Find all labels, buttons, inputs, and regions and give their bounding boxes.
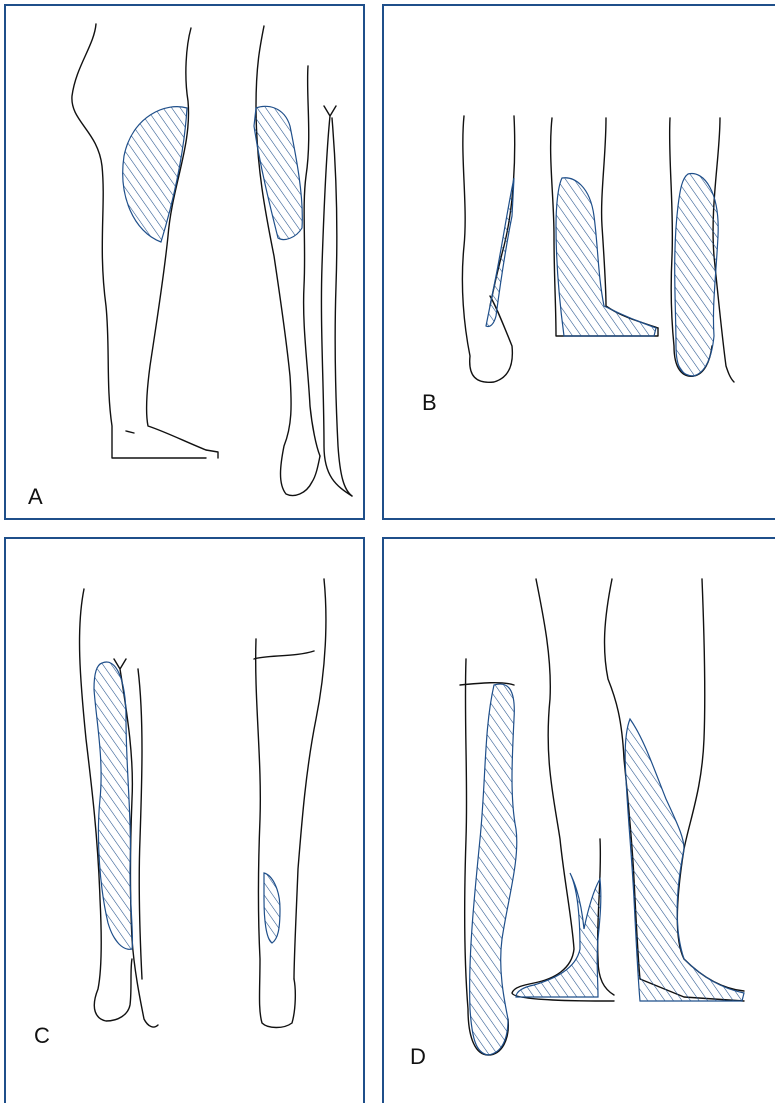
leg-outline xyxy=(677,579,744,991)
panel-a: A xyxy=(4,4,365,520)
hatched-zone xyxy=(675,174,718,376)
hatched-zone xyxy=(254,106,302,239)
panel-b: B xyxy=(382,4,775,520)
leg-outline xyxy=(321,106,352,496)
hatched-zone xyxy=(123,107,187,242)
leg-outline xyxy=(294,579,326,979)
leg-outline xyxy=(256,26,320,496)
hatched-zone xyxy=(470,684,517,1055)
hatched-zone xyxy=(516,873,601,997)
panel-a-illustration xyxy=(6,6,367,522)
hatched-zone xyxy=(486,178,514,327)
panel-c-illustration xyxy=(6,539,367,1105)
panel-d-illustration xyxy=(384,539,775,1105)
panel-b-illustration xyxy=(384,6,775,522)
hatched-zone xyxy=(556,178,656,336)
panel-d: D xyxy=(382,537,775,1103)
panel-label: D xyxy=(410,1044,426,1070)
panel-label: C xyxy=(34,1023,50,1049)
panel-c: C xyxy=(4,537,365,1103)
leg-outline xyxy=(256,639,296,1028)
panel-label: B xyxy=(422,390,437,416)
leg-outline xyxy=(304,66,320,456)
hatched-zone xyxy=(264,873,280,943)
panel-label: A xyxy=(28,484,43,510)
leg-outline xyxy=(602,118,658,328)
